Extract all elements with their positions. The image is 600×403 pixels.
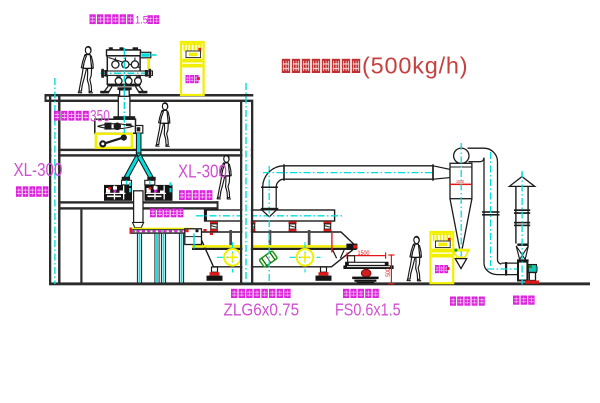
svg-text:1.5: 1.5 <box>135 15 148 27</box>
svg-text:FS0.6x1.5: FS0.6x1.5 <box>335 300 401 320</box>
svg-text:1500: 1500 <box>456 179 464 184</box>
svg-text:(500kg/h): (500kg/h) <box>362 53 468 79</box>
svg-text:1500: 1500 <box>358 250 371 256</box>
svg-text:350: 350 <box>90 108 110 126</box>
svg-text:ZLG6x0.75: ZLG6x0.75 <box>224 299 300 319</box>
svg-text:500: 500 <box>385 268 391 276</box>
svg-text:XL-300: XL-300 <box>178 161 227 182</box>
svg-text:XL-300: XL-300 <box>14 160 63 181</box>
